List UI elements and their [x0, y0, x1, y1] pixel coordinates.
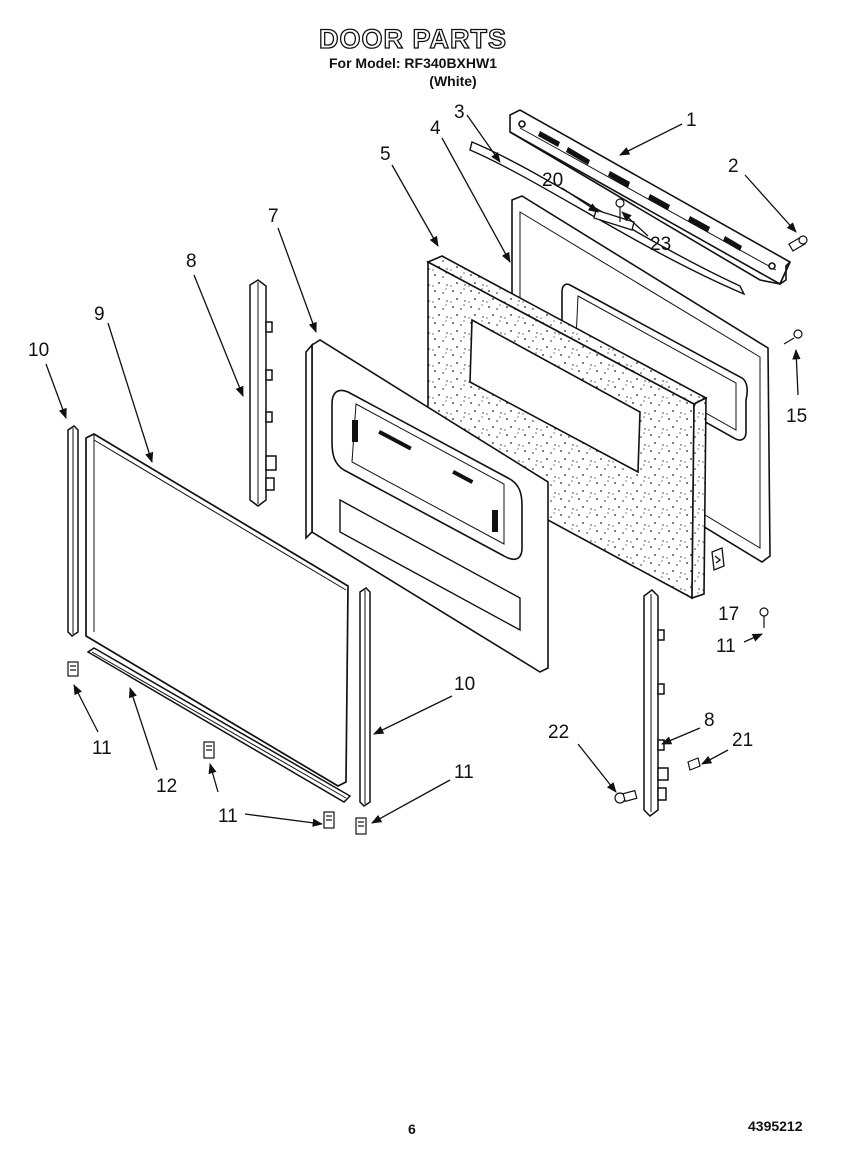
door-glass-part: [85, 433, 349, 787]
callout-12: 12: [156, 776, 177, 797]
callout-23: 23: [650, 234, 671, 255]
callout-10-right: 10: [454, 674, 475, 695]
callout-2: 2: [728, 156, 739, 177]
callout-11-right-upper: 11: [716, 636, 736, 657]
callout-numbers: 1 2 3 4 5 7 8 8 9 10 10 11 11 11 11 12 1…: [28, 102, 807, 827]
callout-11-bottom: 11: [218, 806, 238, 827]
leader-lines: [45, 114, 801, 827]
callout-20: 20: [542, 170, 563, 191]
screw-part: [614, 789, 638, 804]
callout-22: 22: [548, 722, 569, 743]
clip-part: [687, 757, 701, 771]
side-channel-part: [643, 589, 669, 817]
callout-9: 9: [94, 304, 105, 325]
callout-10-left: 10: [28, 340, 49, 361]
vertical-trim-part: [67, 425, 79, 637]
callout-7: 7: [268, 206, 279, 227]
inner-door-liner-part: [305, 339, 549, 673]
callout-8-right: 8: [704, 710, 715, 731]
document-code: 4395212: [748, 1118, 803, 1134]
callout-11-left: 11: [92, 738, 112, 759]
callout-11-right-lower: 11: [454, 762, 474, 783]
clip-part: [711, 547, 725, 571]
screw-part: [783, 329, 803, 345]
callout-3: 3: [454, 102, 465, 123]
page-number: 6: [408, 1121, 416, 1137]
page-title: DOOR PARTS: [318, 23, 507, 54]
insulation-part: [426, 255, 708, 600]
callout-5: 5: [380, 144, 391, 165]
bottom-trim-part: [86, 647, 352, 803]
callout-21: 21: [732, 730, 753, 751]
side-channel-part: [249, 279, 277, 507]
vent-trim-part: [509, 109, 792, 286]
callout-4: 4: [430, 118, 441, 139]
callout-8-left: 8: [186, 251, 197, 272]
callout-17: 17: [718, 604, 739, 625]
color-line: (White): [429, 73, 477, 89]
screw-part: [788, 235, 808, 252]
callout-1: 1: [686, 110, 697, 131]
screw-part: [615, 198, 625, 222]
callout-15: 15: [786, 406, 807, 427]
model-line: For Model: RF340BXHW1: [328, 55, 497, 71]
vertical-trim-part: [359, 587, 371, 807]
screw-part: [67, 607, 769, 835]
